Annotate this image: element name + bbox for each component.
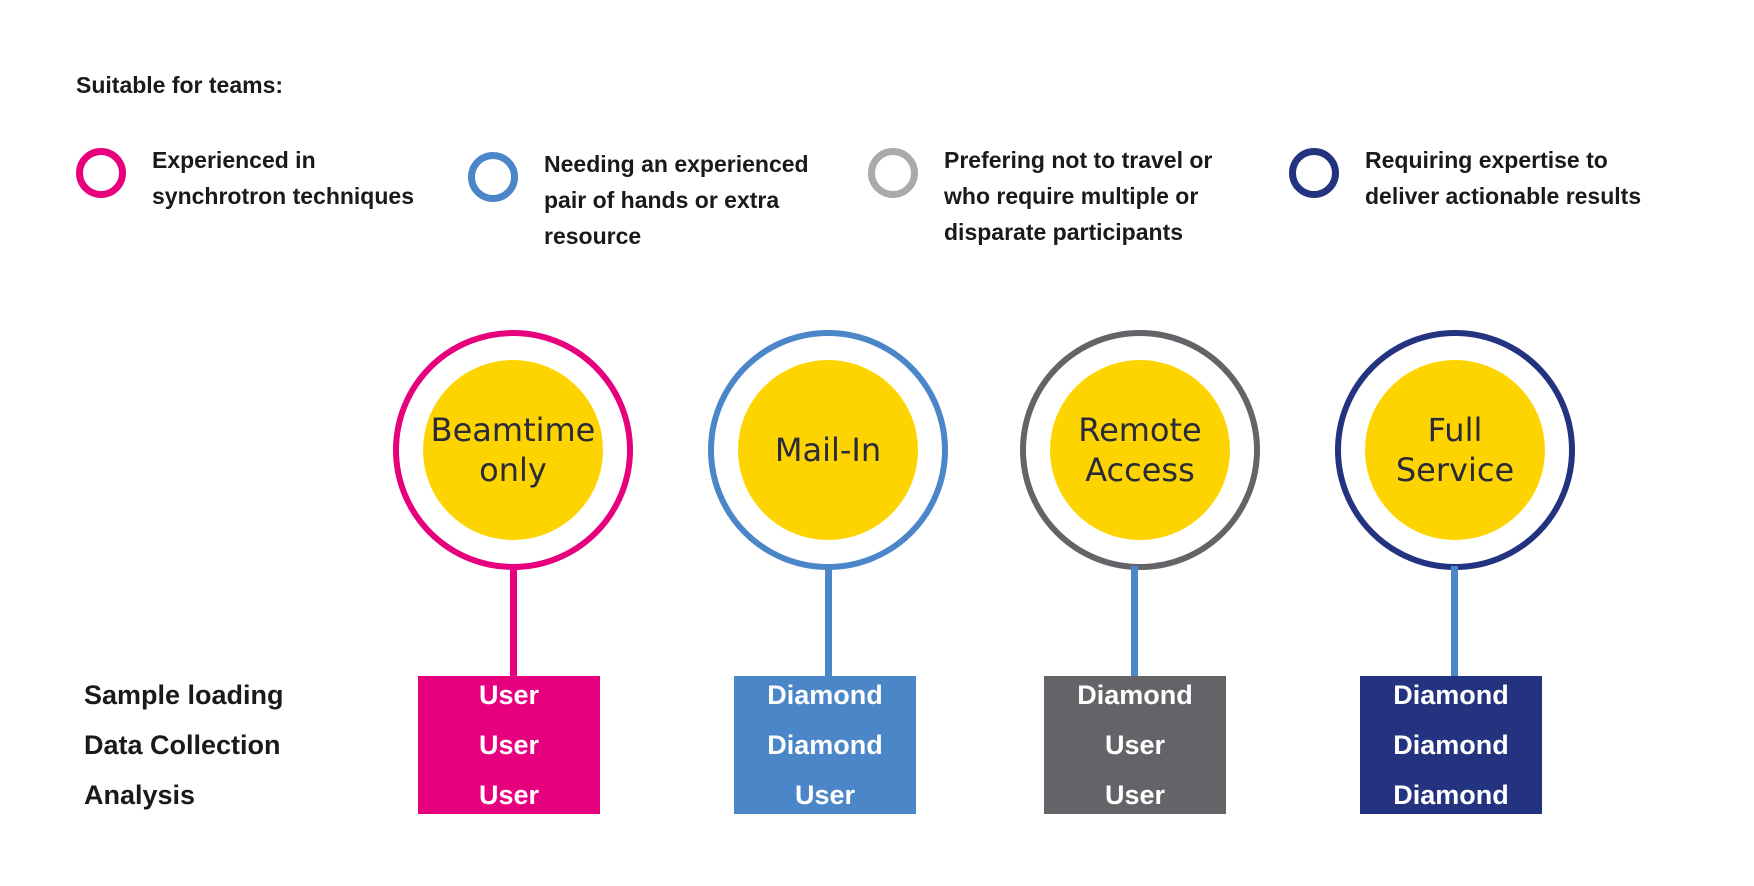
row-label-data-collection: Data Collection: [84, 730, 281, 760]
ring-icon: [868, 148, 918, 198]
legend-text: Prefering not to travel or who require m…: [944, 147, 1213, 245]
legend-item-experienced: Experienced in synchrotron techniques: [76, 142, 414, 214]
legend-text: Needing an experienced pair of hands or …: [544, 151, 809, 249]
ring-icon: [468, 152, 518, 202]
cell-data-collection: Diamond: [1393, 730, 1509, 760]
service-badge: Mail-In: [738, 360, 918, 540]
responsibility-box: Diamond User User: [1044, 676, 1226, 814]
responsibility-box: User User User: [418, 676, 600, 814]
service-name: Full Service: [1395, 411, 1515, 489]
cell-sample-loading: Diamond: [1393, 680, 1509, 710]
connector-stem: [1131, 566, 1138, 678]
cell-analysis: User: [1104, 780, 1166, 810]
legend-text: Requiring expertise to deliver actionabl…: [1365, 147, 1642, 209]
cell-data-collection: Diamond: [767, 730, 883, 760]
connector-stem: [1451, 566, 1458, 678]
row-label-sample-loading: Sample loading: [84, 680, 284, 710]
connector-stem: [825, 566, 832, 678]
service-ring: Mail-In: [708, 330, 948, 570]
responsibility-box: Diamond Diamond Diamond: [1360, 676, 1542, 814]
row-label-analysis: Analysis: [84, 780, 196, 810]
heading: Suitable for teams:: [76, 72, 284, 98]
service-name: Remote Access: [1078, 411, 1202, 489]
service-badge: Beamtime only: [423, 360, 603, 540]
cell-analysis: User: [794, 780, 856, 810]
legend-text: Experienced in synchrotron techniques: [152, 147, 414, 209]
service-badge: Remote Access: [1050, 360, 1230, 540]
ring-icon: [76, 148, 126, 198]
legend-item-extra-resource: Needing an experienced pair of hands or …: [468, 146, 809, 254]
cell-data-collection: User: [478, 730, 540, 760]
service-name: Mail-In: [774, 431, 882, 469]
service-ring: Full Service: [1335, 330, 1575, 570]
service-ring: Remote Access: [1020, 330, 1260, 570]
legend-item-no-travel: Prefering not to travel or who require m…: [868, 142, 1212, 250]
legend-item-expertise: Requiring expertise to deliver actionabl…: [1289, 142, 1641, 214]
cell-analysis: Diamond: [1393, 780, 1509, 810]
cell-sample-loading: User: [478, 680, 540, 710]
service-ring: Beamtime only: [393, 330, 633, 570]
ring-icon: [1289, 148, 1339, 198]
cell-data-collection: User: [1104, 730, 1166, 760]
service-name: Beamtime only: [430, 411, 596, 489]
cell-sample-loading: Diamond: [1077, 680, 1193, 710]
service-badge: Full Service: [1365, 360, 1545, 540]
cell-sample-loading: Diamond: [767, 680, 883, 710]
responsibility-box: Diamond Diamond User: [734, 676, 916, 814]
cell-analysis: User: [478, 780, 540, 810]
connector-stem: [510, 566, 517, 678]
